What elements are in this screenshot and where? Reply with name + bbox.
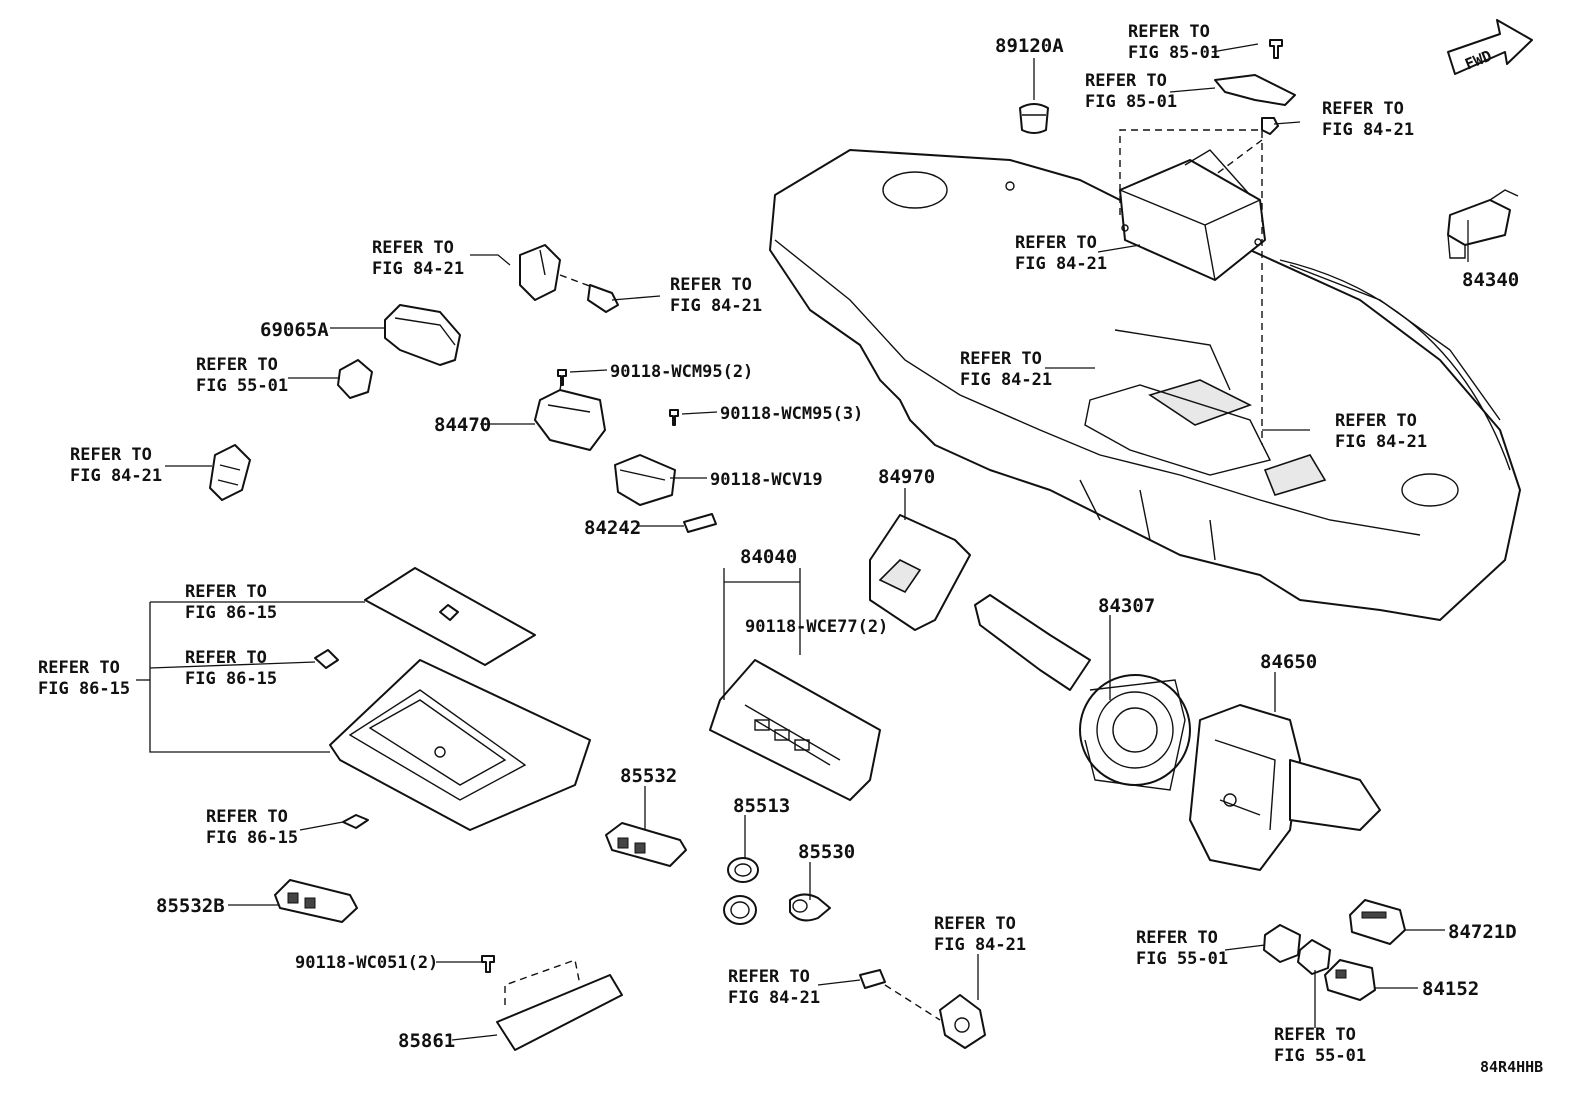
screw-icon (481, 955, 495, 973)
part-84470-switch (534, 377, 606, 451)
part-85532B-switch (274, 879, 358, 923)
leader-lines (136, 43, 1469, 1041)
label-89120A: 89120A (995, 35, 1064, 57)
label-bolt-wcv19: 90118-WCV19 (710, 470, 823, 490)
ecu-bracket-component (614, 454, 676, 506)
label-85532B: 85532B (156, 895, 225, 917)
clip-switch-left (1263, 924, 1331, 975)
part-85532-switch (605, 822, 687, 867)
part-89120A-grommet (1019, 103, 1049, 134)
label-85532: 85532 (620, 765, 677, 787)
bolt-icon (1269, 39, 1283, 59)
ecu-dashed-guide (1119, 129, 1263, 445)
label-84470: 84470 (434, 414, 491, 436)
part-84152-switch (1324, 959, 1376, 1001)
console-tray-upper (364, 567, 536, 666)
part-84721D-switch (1349, 899, 1406, 945)
label-85861: 85861 (398, 1030, 455, 1052)
nut-icon (1261, 117, 1279, 135)
screw-icon (557, 369, 567, 386)
label-84242: 84242 (584, 517, 641, 539)
clip-icon (337, 359, 373, 399)
label-69065A: 69065A (260, 319, 329, 341)
bracket-icon (1214, 74, 1296, 106)
clip-icon (314, 649, 339, 669)
impact-sensor (519, 244, 561, 301)
bulb-socket-icon (683, 513, 717, 533)
screw-icon (342, 814, 369, 829)
label-85513: 85513 (733, 795, 790, 817)
round-connector (209, 444, 251, 501)
console-box (329, 659, 591, 831)
label-bolt-wcm95-2: 90118-WCM95(2) (610, 362, 753, 382)
fwd-arrow-icon: FWD (1447, 19, 1533, 75)
sensor-bolt (559, 274, 619, 313)
label-85530: 85530 (798, 841, 855, 863)
part-85513-socket (723, 857, 759, 925)
instrument-panel-drawing (769, 149, 1521, 621)
label-bolt-wc051: 90118-WC051(2) (295, 953, 438, 973)
part-85861-housing (496, 959, 623, 1051)
bottom-sensor-and-bolt (859, 969, 986, 1049)
part-84340-switch (1447, 189, 1519, 259)
label-bolt-wcm95-3: 90118-WCM95(3) (720, 404, 863, 424)
label-84040: 84040 (740, 546, 797, 568)
screw-icon (669, 409, 679, 426)
label-84970: 84970 (878, 466, 935, 488)
part-69065A-connector (384, 304, 461, 366)
label-84721D: 84721D (1448, 921, 1517, 943)
label-84152: 84152 (1422, 978, 1479, 1000)
part-84040-switch-base (709, 659, 881, 801)
part-84650-switch (1189, 704, 1381, 871)
diagram-code: 84R4HHB (1480, 1058, 1543, 1076)
label-84340: 84340 (1462, 269, 1519, 291)
airbag-ecu-module (1119, 149, 1266, 281)
part-85530-socket (789, 893, 831, 922)
label-84650: 84650 (1260, 651, 1317, 673)
part-84307-spiral-cable (974, 594, 1191, 791)
part-84970-cover (869, 514, 971, 631)
label-84307: 84307 (1098, 595, 1155, 617)
label-bolt-wce77: 90118-WCE77(2) (745, 617, 888, 637)
